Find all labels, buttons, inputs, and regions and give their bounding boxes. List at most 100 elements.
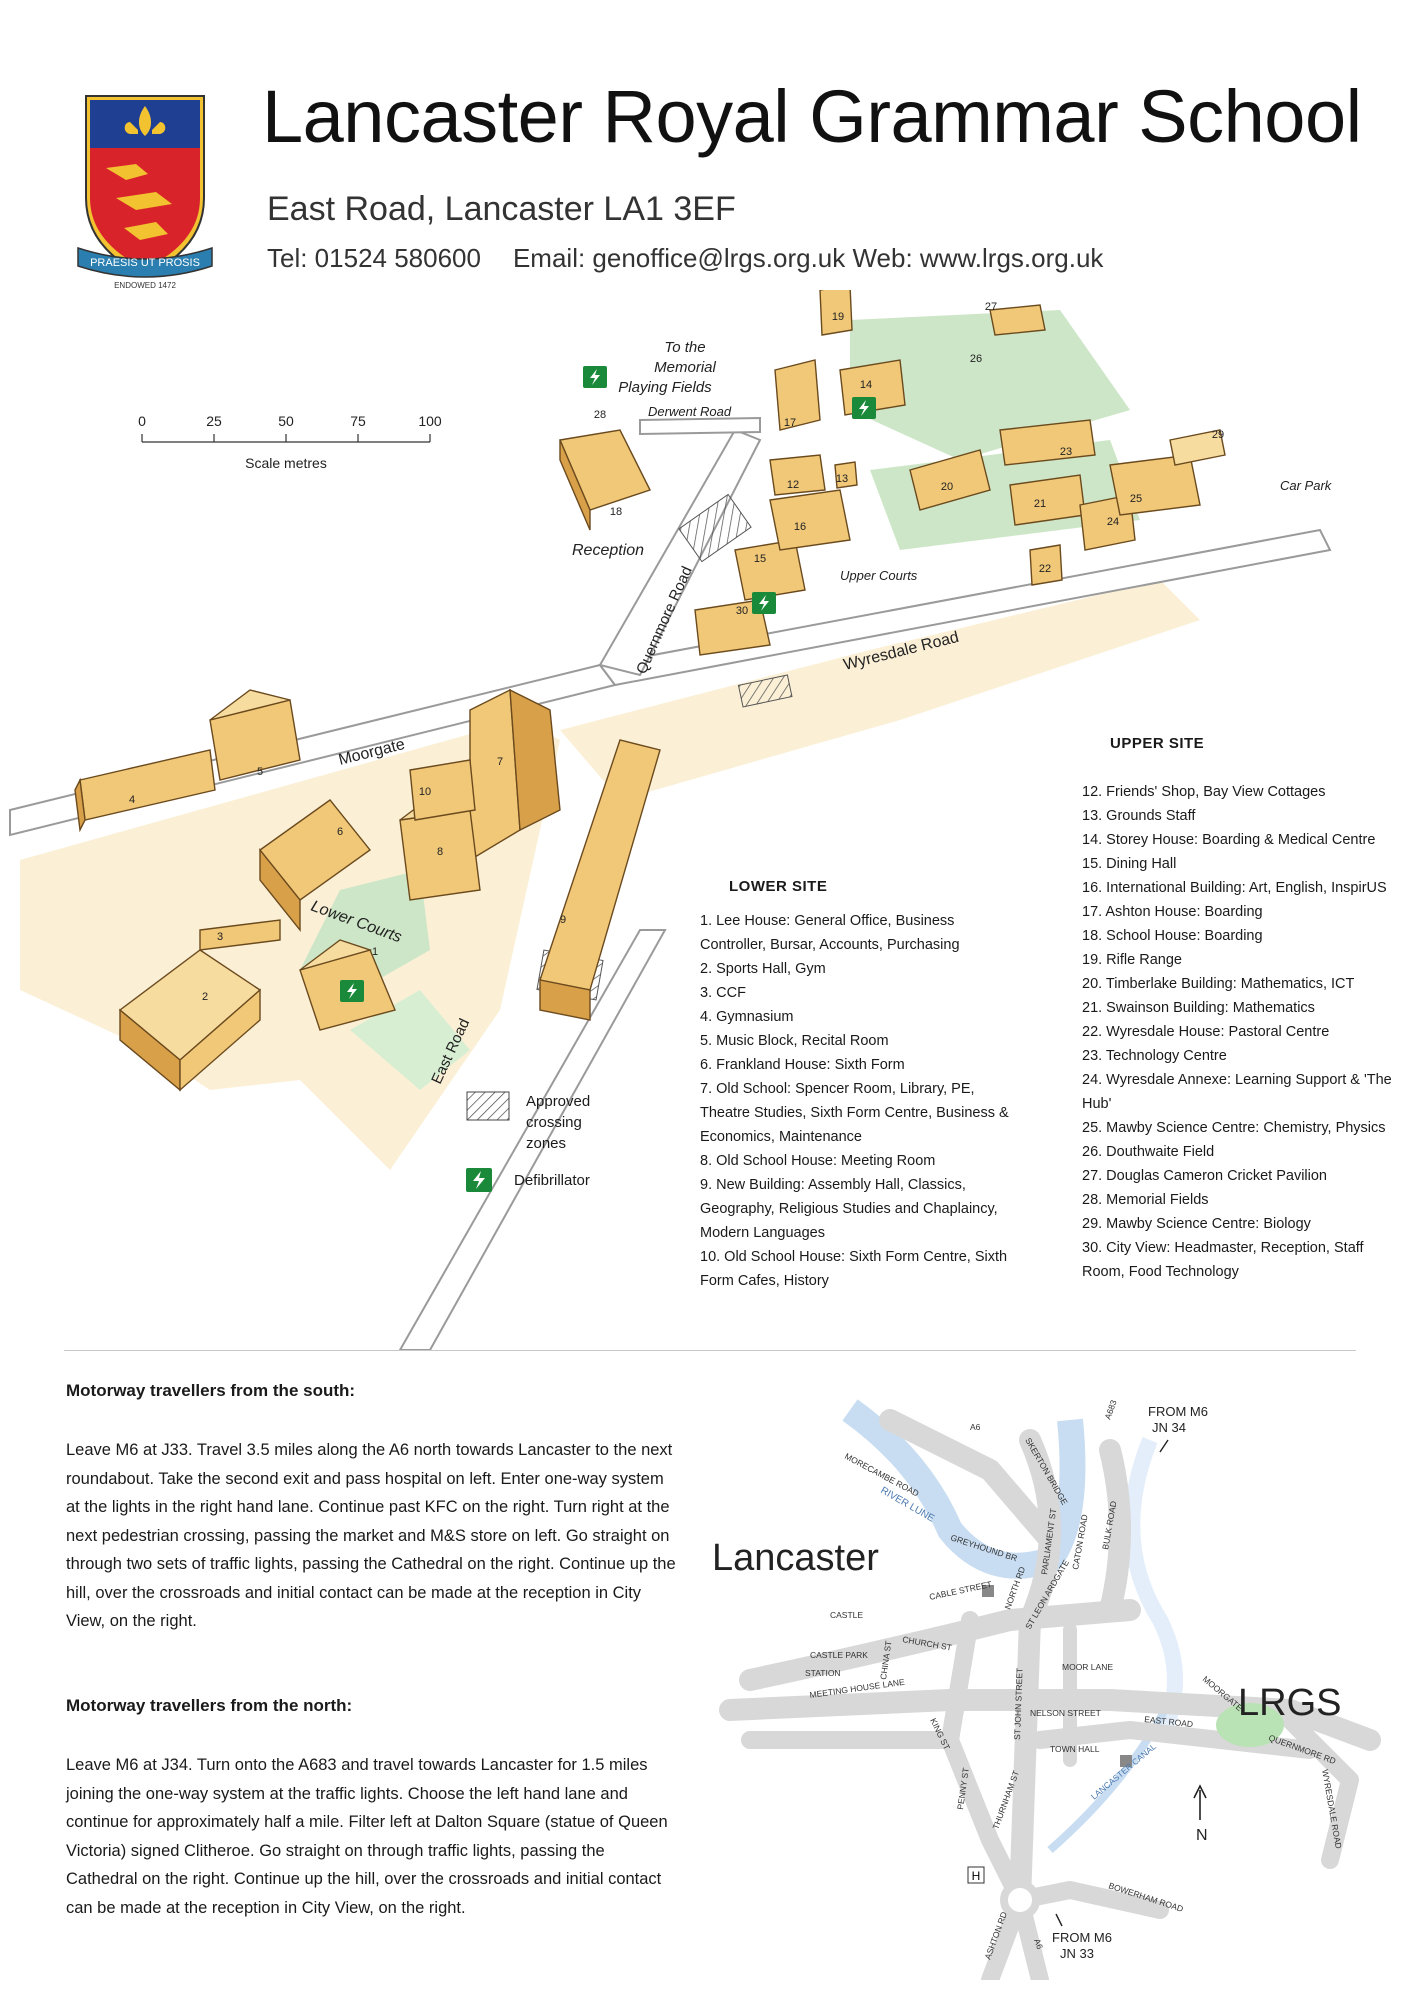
label-building-19: 19 [832, 311, 844, 323]
svg-text:MOOR LANE: MOOR LANE [1062, 1662, 1113, 1672]
label-building-14: 14 [860, 379, 872, 391]
legend-item: 4. Gymnasium [700, 1009, 794, 1025]
svg-text:25: 25 [206, 413, 222, 429]
memorial-label-line3: Playing Fields [618, 379, 712, 396]
legend-item: 8. Old School House: Meeting Room [700, 1153, 936, 1169]
from-m6-north-label: FROM M6 [1148, 1404, 1208, 1419]
svg-text:A683: A683 [1102, 1398, 1118, 1420]
svg-text:0: 0 [138, 413, 146, 429]
building-4 [74, 749, 216, 833]
school-address: East Road, Lancaster LA1 3EF [267, 190, 736, 228]
svg-text:ENDOWED 1472: ENDOWED 1472 [114, 281, 176, 290]
school-title: Lancaster Royal Grammar School [262, 75, 1362, 158]
jn34-label: JN 34 [1152, 1420, 1186, 1435]
quernmore-road [598, 428, 762, 677]
section-divider [64, 1350, 1356, 1351]
svg-text:PRAESIS UT PROSIS: PRAESIS UT PROSIS [90, 257, 200, 269]
label-building-13: 13 [836, 473, 848, 485]
from-m6-south-label: FROM M6 [1052, 1930, 1112, 1945]
building-5 [209, 689, 301, 781]
svg-text:75: 75 [350, 413, 366, 429]
key-crossing: Approved crossing zones [466, 1091, 616, 1154]
label-building-25: 25 [1130, 493, 1142, 505]
north-directions-heading: Motorway travellers from the north: [66, 1696, 353, 1715]
email-web: Email: genoffice@lrgs.org.uk Web: www.lr… [512, 243, 1104, 273]
building-13 [834, 461, 858, 489]
arrow-from-m6-south [1055, 1913, 1063, 1927]
label-building-3: 3 [217, 931, 223, 943]
defibrillator-icon [340, 980, 364, 1002]
upper-site-paving [560, 580, 1200, 800]
label-building-26: 26 [970, 353, 982, 365]
defibrillator-icon [583, 366, 607, 388]
legend-item: 21. Swainson Building: Mathematics [1082, 1000, 1315, 1016]
building-12 [769, 454, 826, 496]
svg-text:CASTLE: CASTLE [830, 1610, 863, 1620]
building-27 [989, 304, 1046, 336]
crossing-swatch-icon [466, 1091, 510, 1121]
legend-item: 27. Douglas Cameron Cricket Pavilion [1082, 1168, 1327, 1184]
svg-text:TOWN HALL: TOWN HALL [1050, 1744, 1100, 1754]
reception-label: Reception [572, 542, 644, 559]
label-building-4: 4 [129, 794, 135, 806]
label-building-17: 17 [784, 417, 796, 429]
castle-marker [982, 1585, 994, 1597]
label-building-16: 16 [794, 521, 806, 533]
legend-item: 20. Timberlake Building: Mathematics, IC… [1082, 976, 1355, 992]
label-building-23: 23 [1060, 446, 1072, 458]
lancaster-canal [1047, 1698, 1174, 1854]
svg-text:CABLE STREET: CABLE STREET [928, 1579, 992, 1602]
legend-item: 10. Old School House: Sixth Form Centre,… [700, 1249, 1008, 1289]
label-building-1: 1 [372, 946, 378, 958]
legend-item: 28. Memorial Fields [1082, 1192, 1209, 1208]
building-23 [999, 419, 1096, 466]
town-label: Lancaster [712, 1537, 879, 1579]
building-25 [1109, 454, 1201, 516]
defibrillator-icon [466, 1168, 492, 1192]
legend-item: 22. Wyresdale House: Pastoral Centre [1082, 1024, 1330, 1040]
label-building-5: 5 [257, 766, 263, 778]
upper-site-heading: UPPER SITE [1110, 735, 1205, 752]
building-18 [559, 429, 651, 531]
legend-item: 15. Dining Hall [1082, 856, 1177, 872]
key-crossing-label: Approved crossing zones [526, 1093, 591, 1152]
label-building-7: 7 [497, 756, 503, 768]
svg-text:A6: A6 [970, 1422, 981, 1432]
svg-text:CASTLE PARK: CASTLE PARK [810, 1650, 868, 1660]
car-park-label: Car Park [1280, 478, 1333, 493]
legend-item: 2. Sports Hall, Gym [700, 961, 826, 977]
hospital-marker [967, 1866, 985, 1884]
legend-item: 7. Old School: Spencer Room, Library, PE… [700, 1081, 1009, 1145]
key-defibrillator: Defibrillator [466, 1168, 590, 1192]
legend-item: 3. CCF [700, 985, 746, 1001]
town-hall-marker [1120, 1755, 1132, 1767]
roundabout [1000, 1880, 1040, 1920]
label-building-28: 28 [594, 409, 606, 421]
lrgs-location-marker [1216, 1703, 1284, 1747]
legend-item: 9. New Building: Assembly Hall, Classics… [700, 1177, 998, 1241]
label-building-24: 24 [1107, 516, 1119, 528]
building-2 [118, 949, 262, 1092]
label-building-9: 9 [560, 914, 566, 926]
label-building-21: 21 [1034, 498, 1046, 510]
north-letter: N [1196, 1827, 1208, 1844]
legend-item: 29. Mawby Science Centre: Biology [1082, 1216, 1311, 1232]
north-arrow-icon [1193, 1784, 1207, 1820]
building-30 [694, 599, 771, 656]
lower-courts-green [350, 990, 470, 1090]
defibrillator-icon [852, 397, 876, 419]
douthwaite-field-grass [850, 310, 1130, 460]
label-building-29: 29 [1212, 429, 1224, 441]
upper-site-legend: 12. Friends' Shop, Bay View Cottages 13.… [1082, 780, 1392, 1284]
legend-item: 30. City View: Headmaster, Reception, St… [1082, 1240, 1364, 1280]
north-directions-text: Leave M6 at J34. Turn onto the A683 and … [66, 1756, 668, 1917]
jn33-label: JN 33 [1060, 1946, 1094, 1961]
label-building-10: 10 [419, 786, 431, 798]
label-building-18: 18 [610, 506, 622, 518]
lower-site-heading: LOWER SITE [729, 878, 828, 895]
derwent-road [639, 416, 761, 436]
defibrillator-markers [340, 366, 876, 1002]
svg-text:A6: A6 [1032, 1937, 1045, 1950]
defibrillator-icon [752, 592, 776, 614]
